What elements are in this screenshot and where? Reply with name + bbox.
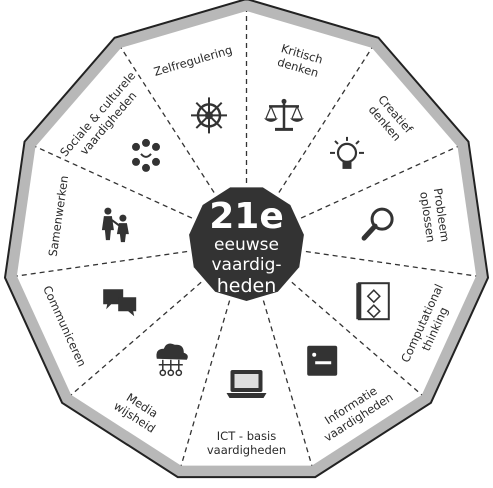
divider-line (180, 300, 231, 466)
segment-dividers (16, 11, 477, 466)
divider-line (262, 300, 313, 466)
center-badge (189, 187, 304, 301)
divider-line (305, 250, 477, 277)
center-line-3: heden (217, 275, 277, 297)
flowchart-icon (359, 283, 389, 319)
center-line-1: eeuwse (214, 235, 279, 255)
segment-label-line: vaardigheden (207, 443, 286, 457)
divider-line (291, 281, 423, 396)
divider-line (300, 146, 458, 219)
center-title: 21e (209, 196, 284, 237)
divider-line (16, 250, 188, 277)
divider-line (120, 47, 215, 193)
laptop-icon (226, 370, 267, 398)
segment-label-line: ICT - basis (217, 429, 276, 443)
divider-line (70, 281, 202, 396)
ship-wheel-icon (189, 96, 229, 135)
divider-line (35, 146, 193, 219)
info-icon (305, 344, 339, 378)
center-line-2: vaardig- (211, 255, 281, 275)
divider-line (278, 47, 373, 193)
